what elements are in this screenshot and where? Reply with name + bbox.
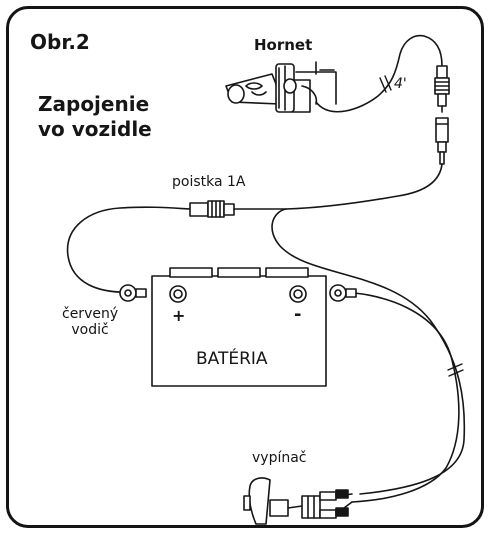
battery-minus-sign: - [294,304,302,325]
ground-lead [335,291,460,503]
wire-label-line-1: červený [62,306,119,322]
battery-label: BATÉRIA [196,349,268,369]
figure-label: Obr.2 [30,30,90,54]
supply-cable [285,163,443,210]
hornet-device [225,61,337,113]
ring-terminal-negative [329,284,357,302]
switch-supply-cable [271,208,466,495]
switch [243,477,353,525]
cable-break-mark [379,75,392,93]
red-wire-label: červený vodič [62,306,118,338]
antenna-mark: 4' [394,76,407,92]
fuse [189,200,235,218]
diagram-heading: Zapojenie vo vozidle [38,92,152,142]
fuse-label: poistka 1A [172,174,246,190]
antenna-cable [315,34,443,113]
battery-plus-sign: + [172,306,186,325]
device-label: Hornet [254,36,313,54]
antenna-connector [434,65,450,113]
battery [151,267,327,387]
wire-label-line-2: vodič [71,322,109,338]
heading-line-1: Zapojenie [38,92,150,116]
heading-line-2: vo vozidle [38,117,152,141]
switch-label: vypínač [252,450,307,466]
cable-break-mark-2 [447,363,464,377]
ring-terminal-positive [119,284,147,302]
power-connector [435,117,449,165]
red-lead [66,206,191,293]
